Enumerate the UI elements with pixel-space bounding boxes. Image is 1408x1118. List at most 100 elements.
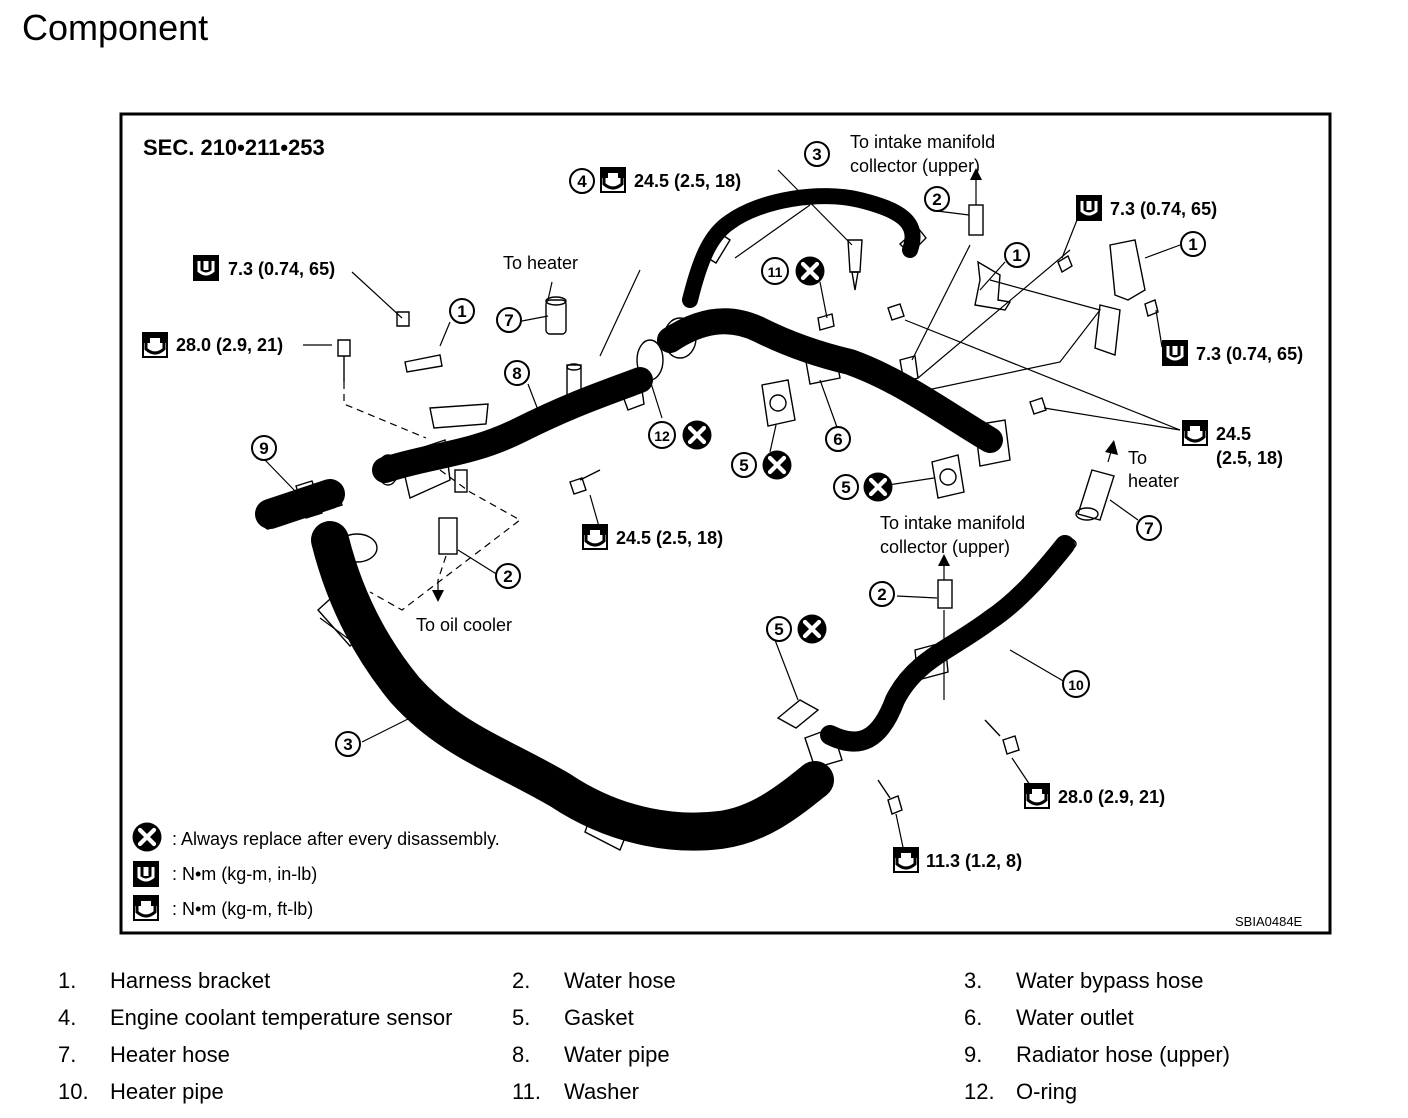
replace-icon: [133, 823, 162, 852]
callout-3b: 3: [335, 731, 361, 757]
water-bypass-hose-upper: [682, 188, 927, 308]
svg-text:To heater: To heater: [503, 253, 578, 273]
callout-7a: 7: [496, 307, 522, 333]
callout-1a: 1: [449, 298, 475, 324]
svg-text:To intake manifold: To intake manifold: [880, 513, 1025, 533]
svg-text:7.3 (0.74, 65): 7.3 (0.74, 65): [1196, 344, 1303, 364]
callout-4: 4: [569, 168, 595, 194]
torque-inlb-icon: [1162, 340, 1188, 366]
svg-text:7.3 (0.74, 65): 7.3 (0.74, 65): [1110, 199, 1217, 219]
water-bypass-hose-lower: [311, 521, 834, 851]
svg-text:9: 9: [259, 439, 268, 458]
svg-text:10: 10: [1068, 677, 1084, 693]
callout-8: 8: [504, 360, 530, 386]
torque-ftlb-icon: [1024, 783, 1050, 809]
torque-ftlb-icon: [1182, 420, 1208, 446]
svg-text:6: 6: [833, 430, 842, 449]
callout-12: 12: [648, 421, 676, 449]
diagram-frame: [119, 112, 1332, 935]
svg-text:28.0 (2.9, 21): 28.0 (2.9, 21): [1058, 787, 1165, 807]
callout-10: 10: [1062, 670, 1090, 698]
callout-6: 6: [825, 426, 851, 452]
torque-specs: 24.5 (2.5, 18) 7.3 (0.74, 65) 28.0 (2.9,…: [142, 167, 1303, 873]
flow-arrows: [432, 168, 1118, 602]
svg-text:1: 1: [1188, 235, 1197, 254]
torque-spec-right-outlet: 24.5 (2.5, 18): [1182, 420, 1283, 468]
svg-text:2: 2: [503, 567, 512, 586]
coolant-temperature-sensor: [847, 239, 863, 291]
callout-7b: 7: [1136, 515, 1162, 541]
callout-1c: 1: [1180, 231, 1206, 257]
svg-text:(2.5, 18): (2.5, 18): [1216, 448, 1283, 468]
svg-text:To oil cooler: To oil cooler: [416, 615, 512, 635]
component-diagram: SEC. 210•211•253 SBIA0484E: [119, 112, 1332, 935]
replace-icon: [798, 615, 827, 644]
svg-text:: N•m (kg-m, in-lb): : N•m (kg-m, in-lb): [172, 864, 317, 884]
torque-spec-heater-pipe-lower: 11.3 (1.2, 8): [893, 847, 1022, 873]
radiator-hose-upper: [255, 479, 345, 530]
svg-text:11: 11: [768, 264, 783, 280]
callout-3a: 3: [804, 141, 830, 167]
callout-11: 11: [761, 257, 789, 285]
parts-list: 1.Harness bracket 2.Water hose 3.Water b…: [58, 968, 1231, 1104]
water-pipe: [372, 354, 653, 499]
svg-text:28.0 (2.9, 21): 28.0 (2.9, 21): [176, 335, 283, 355]
svg-text:3: 3: [812, 145, 821, 164]
leader-lines: [264, 169, 1181, 853]
drawing-code: SBIA0484E: [1235, 914, 1303, 929]
callouts: 1 1 1 2 2 2 3 3 4 5 5 5 6 7 7 8 9 10 11 …: [251, 141, 1206, 757]
torque-ftlb-icon: [582, 524, 608, 550]
section-label: SEC. 210•211•253: [143, 135, 325, 160]
torque-spec-center: 24.5 (2.5, 18): [582, 524, 723, 550]
svg-text:2: 2: [932, 190, 941, 209]
reference-lines: [319, 382, 522, 641]
bolts: [337, 254, 1159, 815]
legend-inlb: : N•m (kg-m, in-lb): [133, 861, 317, 887]
heater-pipe: [804, 535, 1077, 769]
svg-text:5: 5: [739, 456, 748, 475]
svg-text:7.3 (0.74, 65): 7.3 (0.74, 65): [228, 259, 335, 279]
torque-ftlb-icon: [600, 167, 626, 193]
svg-text:1: 1: [1012, 246, 1021, 265]
svg-text:3: 3: [343, 735, 352, 754]
torque-spec-right: 7.3 (0.74, 65): [1162, 340, 1303, 366]
torque-ftlb-icon: [142, 332, 168, 358]
svg-text:heater: heater: [1128, 471, 1179, 491]
water-outlet: [657, 308, 1011, 467]
svg-text:7: 7: [504, 311, 513, 330]
torque-spec-top-right: 7.3 (0.74, 65): [1076, 195, 1217, 221]
torque-spec-left: 28.0 (2.9, 21): [142, 332, 283, 358]
svg-text:To intake manifold: To intake manifold: [850, 132, 995, 152]
svg-text:4: 4: [577, 172, 587, 191]
brackets: [974, 239, 1146, 356]
svg-text:12: 12: [654, 428, 670, 444]
svg-text:5: 5: [774, 620, 783, 639]
replace-icon: [683, 421, 712, 450]
water-hose-parts: [438, 204, 984, 609]
torque-ftlb-icon: [893, 847, 919, 873]
heater-hose-parts: [545, 296, 1115, 521]
svg-text:5: 5: [841, 478, 850, 497]
callout-5c: 5: [766, 616, 792, 642]
svg-text:24.5 (2.5, 18): 24.5 (2.5, 18): [634, 171, 741, 191]
diagram-legend: : Always replace after every disassembly…: [133, 823, 500, 921]
replace-icon: [796, 257, 825, 286]
callout-9: 9: [251, 435, 277, 461]
text-labels: To heater To intake manifold collector (…: [416, 132, 1179, 635]
torque-spec-sensor: 24.5 (2.5, 18): [600, 167, 741, 193]
svg-text:collector (upper): collector (upper): [880, 537, 1010, 557]
callout-2b: 2: [495, 563, 521, 589]
svg-text:: Always replace after every d: : Always replace after every disassembly…: [172, 829, 500, 849]
svg-text:24.5 (2.5, 18): 24.5 (2.5, 18): [616, 528, 723, 548]
callout-2c: 2: [869, 581, 895, 607]
svg-text:24.5: 24.5: [1216, 424, 1251, 444]
callout-2a: 2: [924, 186, 950, 212]
replace-icon: [763, 451, 792, 480]
torque-spec-heater-pipe: 28.0 (2.9, 21): [1024, 783, 1165, 809]
svg-text:: N•m (kg-m, ft-lb): : N•m (kg-m, ft-lb): [172, 899, 313, 919]
torque-inlb-icon: [193, 255, 219, 281]
gaskets: [761, 379, 965, 729]
torque-ftlb-icon: [133, 895, 159, 921]
legend-ftlb: : N•m (kg-m, ft-lb): [133, 895, 313, 921]
callout-5b: 5: [833, 474, 859, 500]
